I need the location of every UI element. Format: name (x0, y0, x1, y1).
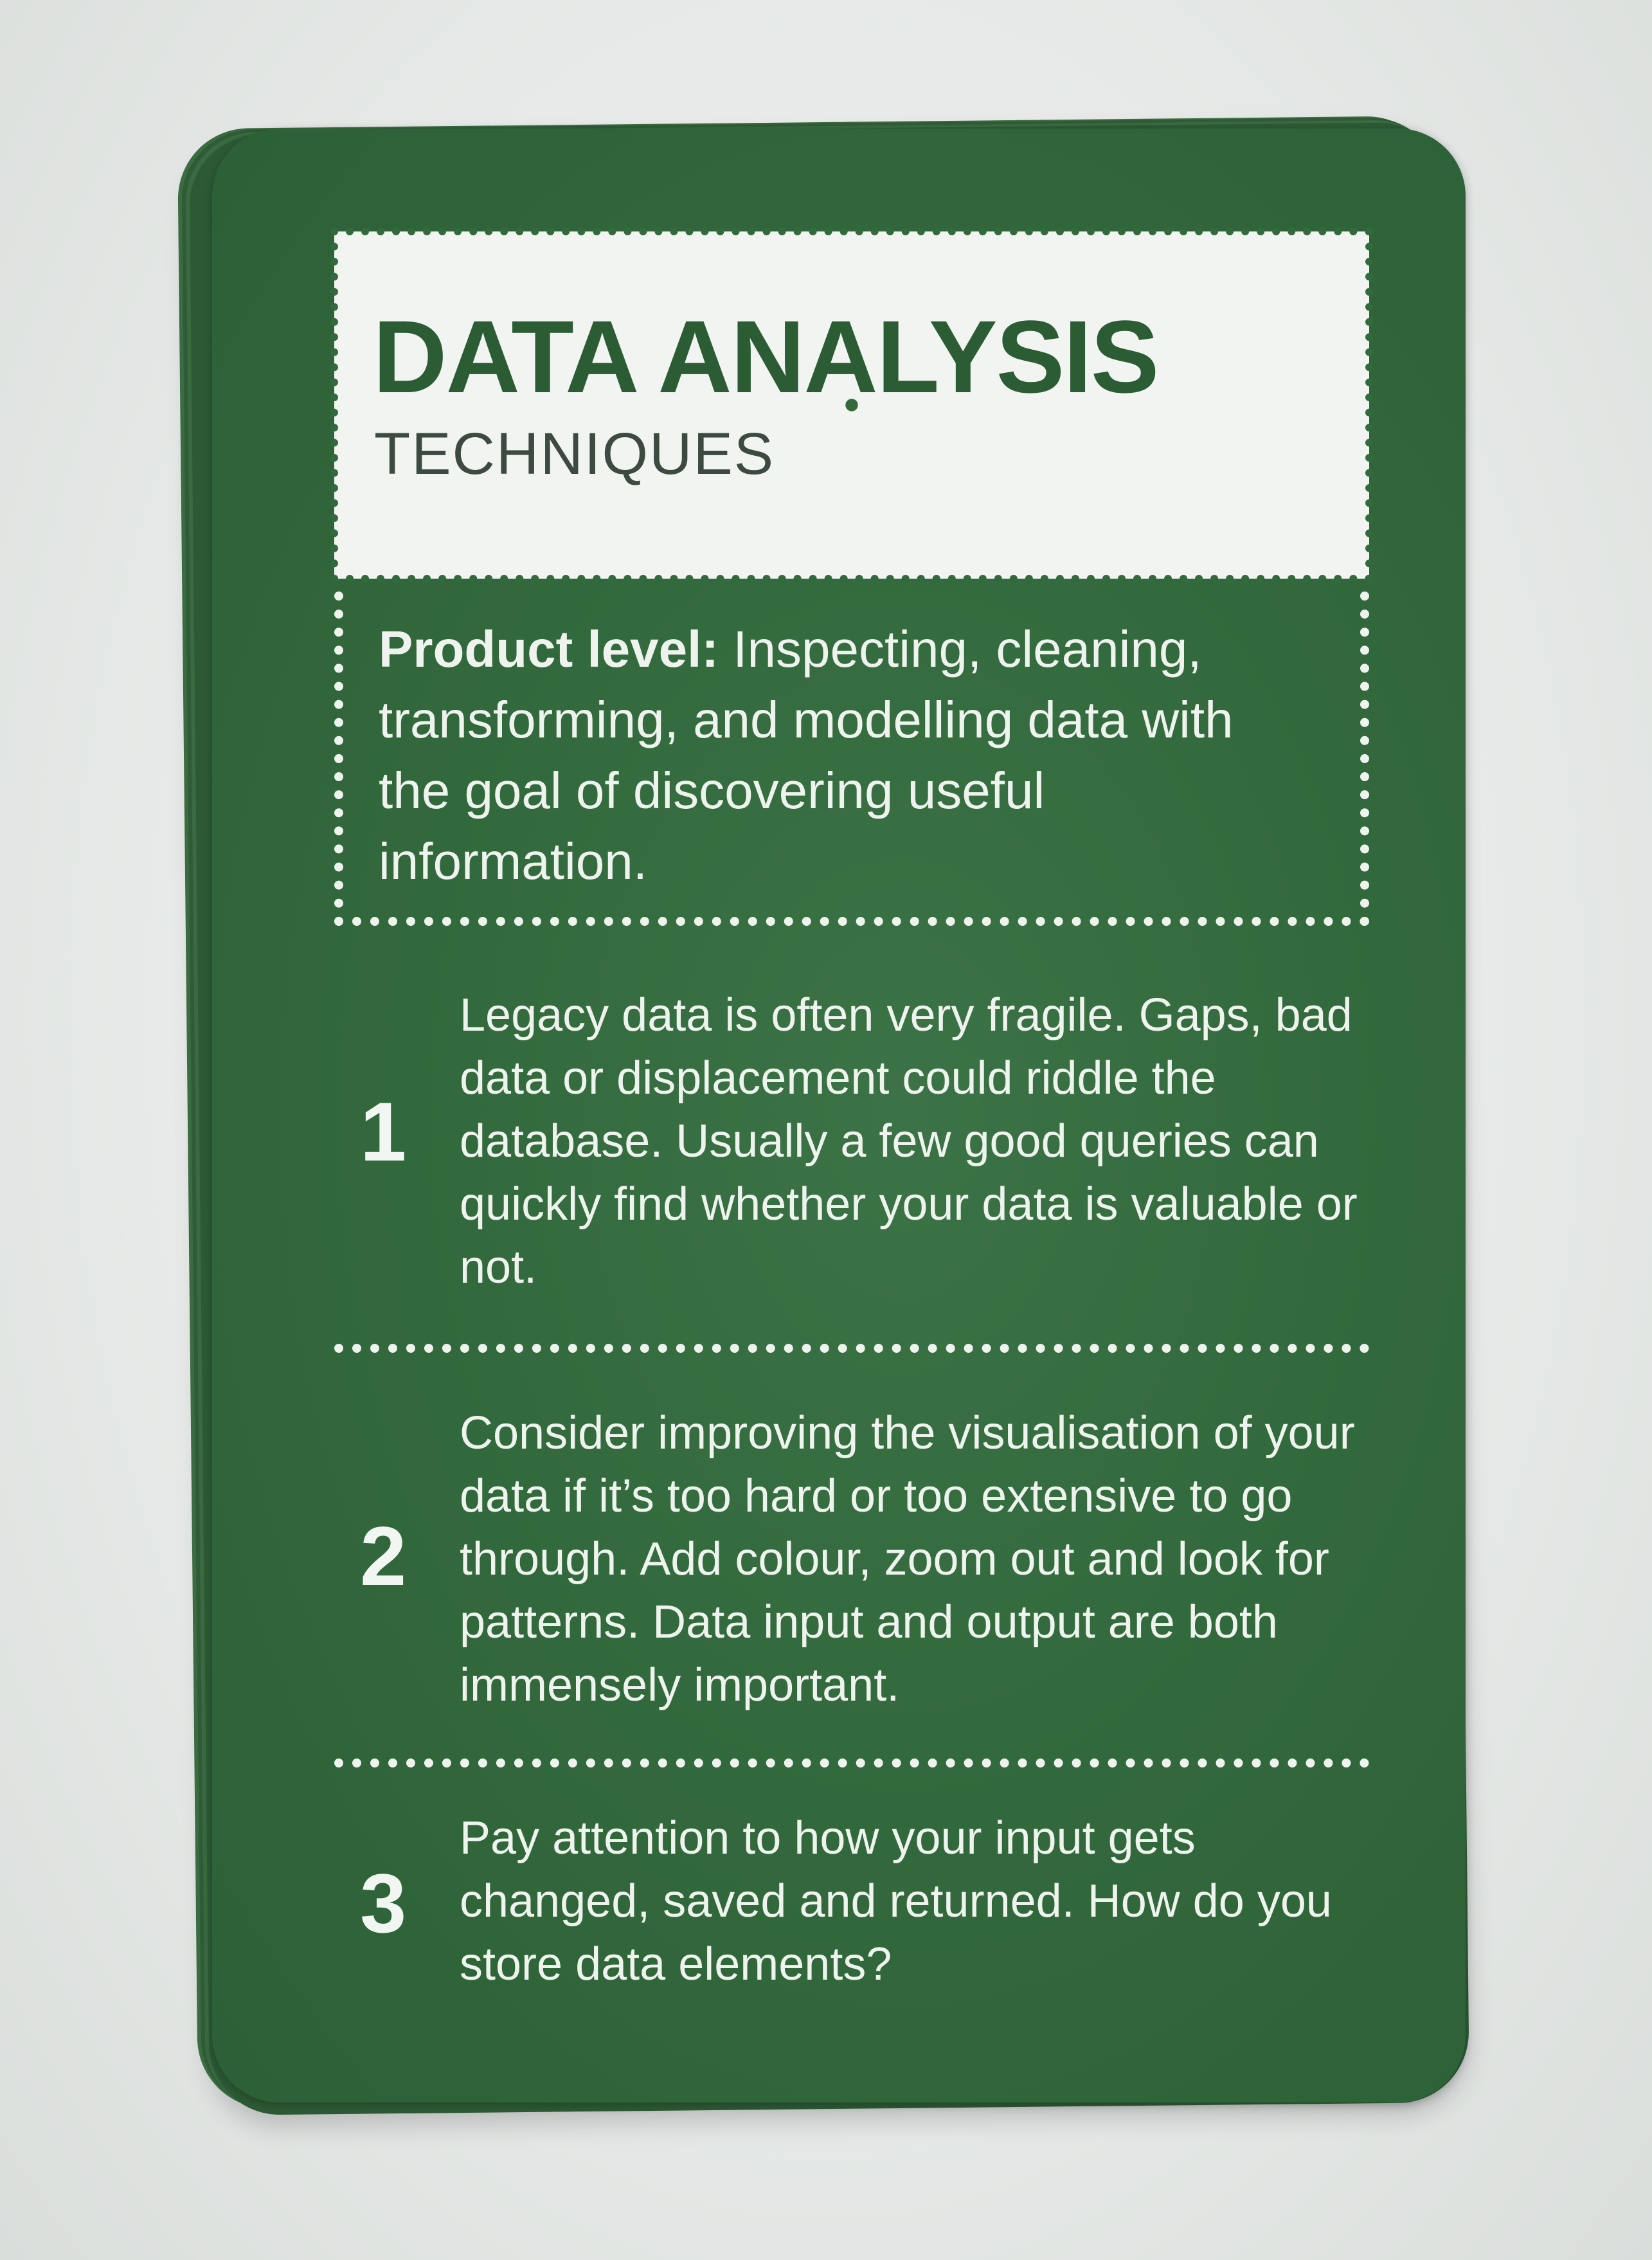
tip-text: Consider improving the visualisation of … (460, 1407, 1355, 1711)
product-level-label: Product level: (379, 620, 719, 678)
product-level-text: Product level: Inspecting, cleaning, tra… (379, 614, 1311, 897)
dotted-divider (334, 1344, 1369, 1353)
tip-3: 3 Pay attention to how your input gets c… (334, 1807, 1369, 2025)
tip-number: 1 (360, 1085, 407, 1179)
tip-2: 2 Consider improving the visualisation o… (334, 1402, 1369, 1736)
product-level-description: Inspecting, cleaning, transforming, and … (379, 620, 1234, 890)
card-title: DATA ANALYSIS (373, 299, 1159, 414)
tip-number: 2 (360, 1509, 407, 1603)
tip-1: 1 Legacy data is often very fragile. Gap… (334, 977, 1369, 1312)
card-subtitle: TECHNIQUES (374, 421, 775, 487)
title-stamp: DATA ANALYSIS TECHNIQUES (329, 226, 1374, 584)
tip-number: 3 (360, 1856, 407, 1950)
tip-card: DATA ANALYSIS TECHNIQUES Product level: … (212, 129, 1466, 2102)
product-level-box: Product level: Inspecting, cleaning, tra… (334, 592, 1369, 926)
dotted-divider (334, 1758, 1369, 1767)
tip-text: Legacy data is often very fragile. Gaps,… (460, 990, 1358, 1293)
tip-text: Pay attention to how your input gets cha… (460, 1813, 1332, 1990)
